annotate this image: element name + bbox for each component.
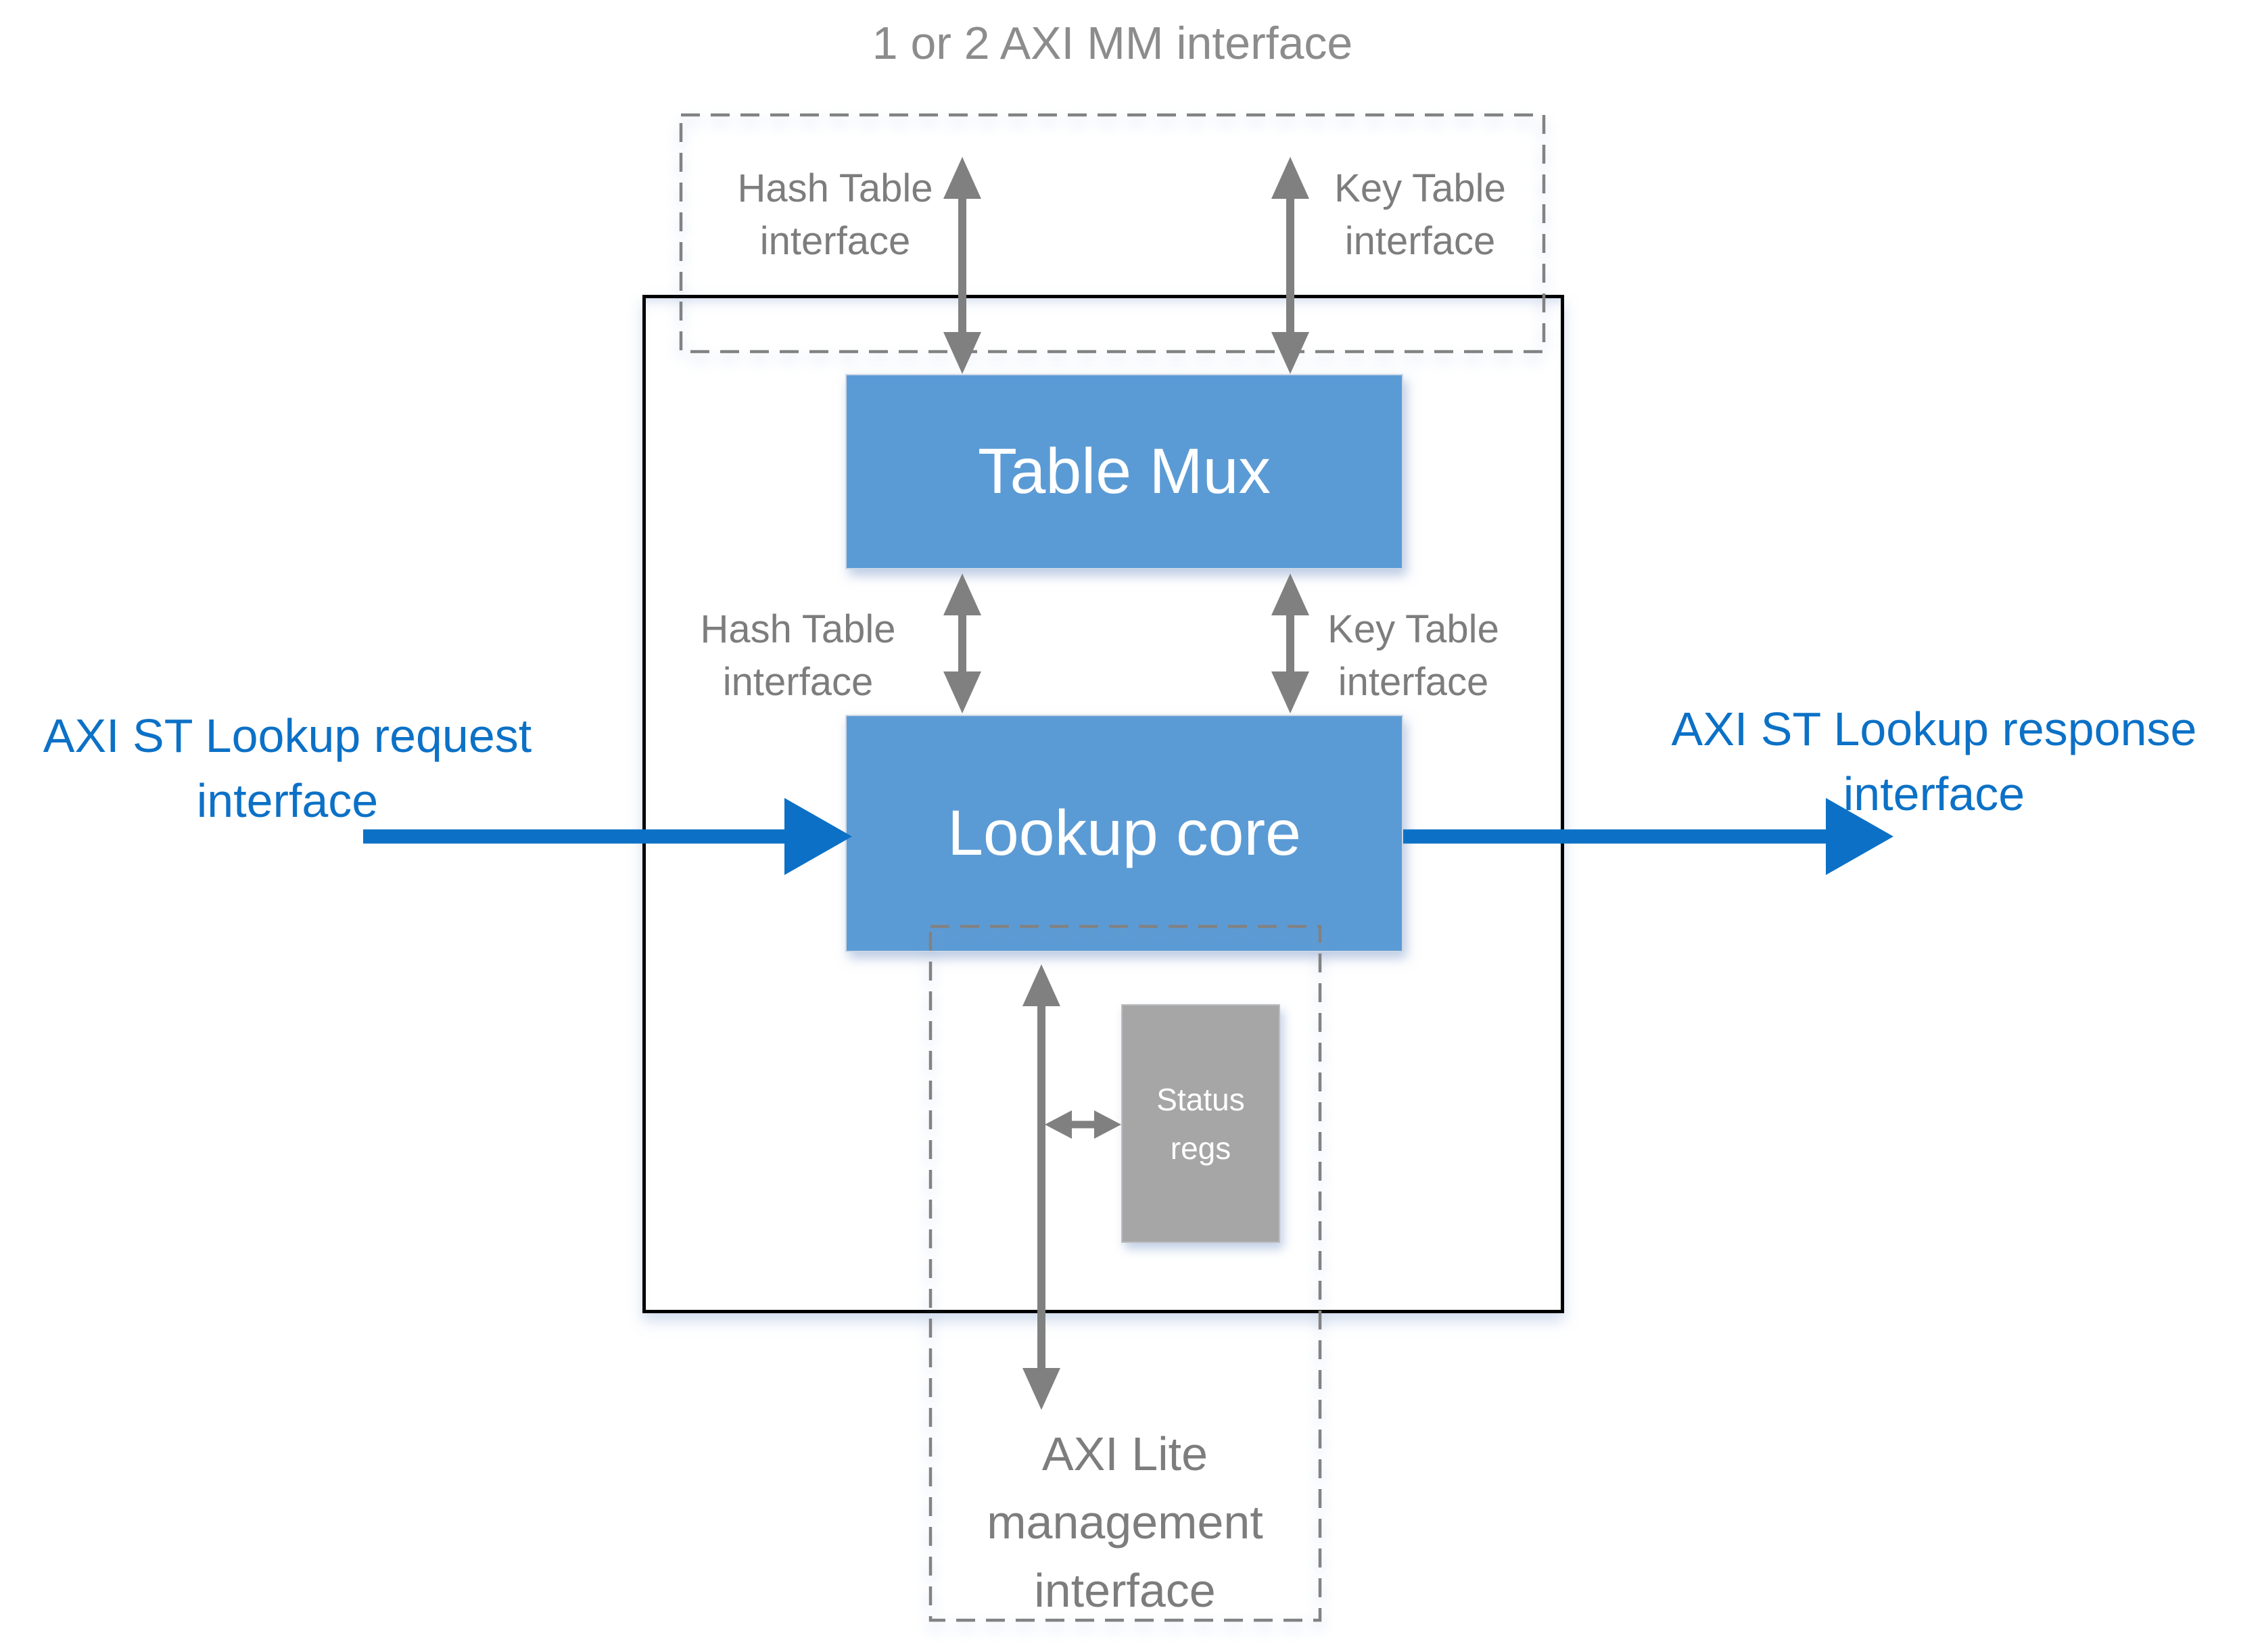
- hash-table-interface-label-mid: Hash Table interface: [666, 603, 930, 709]
- key-mid-line2: interface: [1338, 660, 1489, 704]
- status-regs-block: Status regs: [1121, 1004, 1280, 1243]
- hash-top-line1: Hash Table: [737, 166, 933, 210]
- hash-mid-line2: interface: [722, 660, 874, 704]
- status-regs-label-line1: Status: [1156, 1081, 1245, 1117]
- table-mux-block: Table Mux: [845, 374, 1403, 569]
- hash-top-line2: interface: [759, 219, 911, 263]
- response-label-line2: interface: [1843, 768, 2025, 820]
- axi-lite-line3: interface: [1034, 1564, 1216, 1617]
- axi-st-lookup-response-label: AXI ST Lookup response interface: [1613, 697, 2255, 826]
- axi-lite-line2: management: [987, 1496, 1263, 1549]
- key-top-line1: Key Table: [1334, 166, 1506, 210]
- key-mid-line1: Key Table: [1327, 607, 1499, 651]
- response-label-line1: AXI ST Lookup response: [1671, 703, 2197, 755]
- status-regs-label-line2: regs: [1170, 1130, 1231, 1166]
- key-top-line2: interface: [1344, 219, 1496, 263]
- key-table-interface-label-mid: Key Table interface: [1281, 603, 1545, 709]
- lookup-core-block: Lookup core: [845, 715, 1403, 952]
- axi-st-lookup-request-label: AXI ST Lookup request interface: [10, 703, 565, 833]
- request-label-line1: AXI ST Lookup request: [43, 709, 532, 762]
- table-mux-label: Table Mux: [978, 435, 1271, 507]
- request-label-line2: interface: [196, 774, 379, 827]
- axi-lite-line1: AXI Lite: [1041, 1427, 1208, 1480]
- lookup-core-label: Lookup core: [947, 797, 1301, 869]
- hash-table-interface-label-top: Hash Table interface: [703, 162, 967, 268]
- key-table-interface-label-top: Key Table interface: [1288, 162, 1552, 268]
- diagram-title: 1 or 2 AXI MM interface: [872, 18, 1353, 69]
- hash-mid-line1: Hash Table: [700, 607, 896, 651]
- axi-lite-management-interface-label: AXI Lite management interface: [929, 1420, 1321, 1625]
